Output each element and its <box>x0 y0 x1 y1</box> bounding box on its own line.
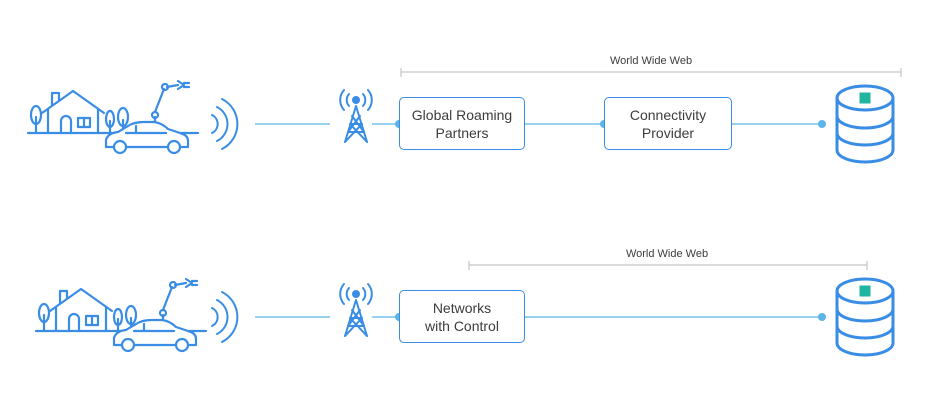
bottom-flow <box>34 261 895 357</box>
node-label-line2: Partners <box>435 124 489 141</box>
top-www-bracket <box>400 68 902 77</box>
bottom-www-label: World Wide Web <box>625 248 709 260</box>
node-label-line1: Global Roaming <box>411 106 513 123</box>
node-label-line1: Connectivity <box>629 106 707 123</box>
bottom-signal-icon <box>211 291 239 343</box>
bottom-dot-database <box>818 313 826 321</box>
top-home-icon <box>26 79 200 155</box>
node-label-line2: Provider <box>641 124 695 141</box>
node-global-roaming-partners: Global Roaming Partners <box>399 97 525 150</box>
top-www-label: World Wide Web <box>609 55 693 67</box>
top-tower-icon <box>339 89 373 143</box>
node-label-line1: Networks <box>432 299 492 316</box>
node-connectivity-provider: Connectivity Provider <box>604 97 732 150</box>
bottom-home-icon <box>34 277 208 353</box>
bottom-database-icon <box>835 277 895 357</box>
node-networks-with-control: Networks with Control <box>399 290 525 343</box>
top-signal-icon <box>211 98 239 150</box>
top-dot-database <box>818 120 826 128</box>
top-database-icon <box>835 84 895 164</box>
bottom-tower-icon <box>339 283 373 337</box>
node-label-line2: with Control <box>425 317 499 334</box>
bottom-www-bracket <box>468 261 868 270</box>
